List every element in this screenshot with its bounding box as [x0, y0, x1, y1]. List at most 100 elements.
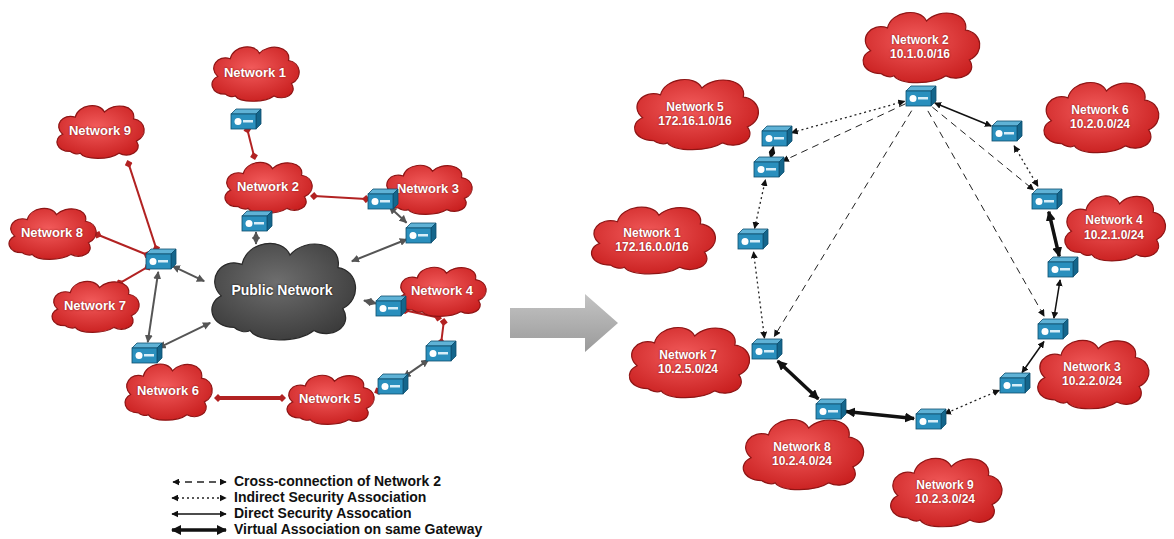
subnet-address: 10.2.0.0/24 — [1070, 117, 1130, 131]
cloud-label: Network 410.2.1.0/24 — [1084, 213, 1144, 242]
private-link — [129, 164, 157, 249]
network-name: Network 8 — [21, 225, 83, 241]
subnet-address: 172.16.0.0/16 — [615, 240, 688, 254]
private-link — [441, 322, 444, 342]
cloud-label: Network 6 — [137, 383, 199, 399]
subnet-address: 172.16.1.0/16 — [658, 114, 731, 128]
network-name: Network 4 — [411, 283, 473, 299]
gateway-box — [992, 121, 1022, 141]
network-name: Network 2 — [237, 179, 299, 195]
gateway-box — [906, 86, 936, 106]
legend-text: Cross-connection of Network 2 — [234, 473, 441, 489]
legend-text: Indirect Security Association — [234, 489, 426, 505]
subnet-address: 10.1.0.0/16 — [890, 47, 950, 61]
indirect-association-line — [945, 390, 1000, 413]
network-name: Network 7 — [64, 298, 126, 314]
network-cloud: Network 610.2.0.0/24 — [1036, 75, 1164, 155]
cross-connection-line — [928, 111, 1044, 316]
direct-association-line — [770, 147, 773, 159]
gateway-box — [1048, 257, 1078, 277]
private-link — [120, 267, 148, 283]
cloud-label: Network 7 — [64, 298, 126, 314]
cloud-label: Network 710.2.5.0/24 — [658, 347, 718, 376]
subnet-address: 10.2.3.0/24 — [915, 492, 975, 506]
subnet-address: 10.2.5.0/24 — [658, 362, 718, 376]
gateway-box — [738, 229, 768, 249]
network-cloud: Network 4 — [393, 262, 490, 318]
gateway-box — [406, 223, 436, 243]
legend-text: Direct Security Assocation — [234, 505, 412, 521]
public-link — [173, 266, 205, 281]
indirect-association-line — [755, 180, 766, 229]
network-name: Network 1 — [615, 225, 688, 239]
cloud-label: Network 2 — [237, 179, 299, 195]
network-name: Network 9 — [915, 477, 975, 491]
network-cloud: Network 8 — [3, 203, 100, 261]
direct-association-line — [935, 103, 991, 126]
gateway-box — [916, 409, 946, 429]
network-name: Network 1 — [224, 65, 286, 81]
network-cloud: Network 7 — [46, 276, 143, 334]
private-link — [314, 196, 366, 199]
indirect-association-line — [754, 252, 765, 338]
public-link — [404, 360, 429, 377]
legend-sample — [173, 481, 226, 482]
cloud-label: Network 4 — [411, 283, 473, 299]
network-cloud: Network 410.2.1.0/24 — [1058, 189, 1170, 263]
network-cloud: Network 810.2.4.0/24 — [735, 412, 869, 492]
cloud-label: Network 310.2.2.0/24 — [1062, 359, 1122, 388]
cloud-label: Network 9 — [69, 123, 131, 139]
gateway-box — [1000, 373, 1030, 393]
cloud-label: Network 210.1.0.0/16 — [890, 32, 950, 61]
public-link — [255, 232, 257, 244]
virtual-association-line — [846, 412, 914, 419]
network-name: Network 8 — [772, 439, 832, 453]
gateway-box — [242, 211, 272, 231]
public-link — [159, 323, 211, 348]
network-cloud: Network 3 — [379, 160, 476, 216]
cross-connection-line — [782, 104, 905, 161]
legend-text: Virtual Association on same Gateway — [234, 521, 482, 537]
network-cloud: Network 210.1.0.0/16 — [855, 5, 985, 85]
private-link — [218, 396, 282, 400]
cloud-label: Network 810.2.4.0/24 — [772, 439, 832, 468]
direct-association-line — [1054, 280, 1060, 318]
network-cloud: Network 6 — [119, 358, 216, 422]
virtual-association-line — [778, 361, 819, 399]
indirect-association-line — [172, 497, 226, 498]
cloud-label: Network 1 — [224, 65, 286, 81]
network-name: Public Network — [231, 282, 332, 299]
network-cloud: Network 310.2.2.0/24 — [1030, 333, 1154, 411]
gateway-box — [752, 339, 782, 359]
gateway-box — [762, 126, 792, 146]
virtual-association-line — [172, 528, 226, 532]
network-name: Network 3 — [1062, 359, 1122, 373]
network-name: Network 4 — [1084, 213, 1144, 227]
network-name: Network 5 — [299, 391, 361, 407]
network-name: Network 6 — [1070, 102, 1130, 116]
private-link — [247, 130, 254, 156]
private-link — [378, 390, 381, 391]
gateway-box — [378, 374, 408, 394]
cloud-label: Network 5 — [299, 391, 361, 407]
gateway-box — [426, 341, 456, 361]
network-name: Network 3 — [397, 181, 459, 197]
cloud-label: Network 910.2.3.0/24 — [915, 477, 975, 506]
subnet-address: 10.2.1.0/24 — [1084, 227, 1144, 241]
cloud-label: Network 610.2.0.0/24 — [1070, 102, 1130, 131]
cross-connection-line — [932, 107, 1033, 190]
network-cloud: Network 5172.16.1.0/16 — [626, 72, 764, 152]
subnet-address: 10.2.4.0/24 — [772, 454, 832, 468]
cloud-label: Network 5172.16.1.0/16 — [658, 99, 731, 128]
transition-arrow — [510, 294, 618, 352]
subnet-address: 10.2.2.0/24 — [1062, 374, 1122, 388]
public-link — [364, 300, 376, 303]
cross-connection-line — [774, 111, 911, 337]
network-name: Network 5 — [658, 99, 731, 113]
network-name: Network 2 — [890, 32, 950, 46]
cloud-label: Network 1172.16.0.0/16 — [615, 225, 688, 254]
public-network-cloud: Public Network — [202, 233, 362, 343]
gateway-box — [1032, 189, 1062, 209]
virtual-association-line — [1049, 212, 1060, 257]
